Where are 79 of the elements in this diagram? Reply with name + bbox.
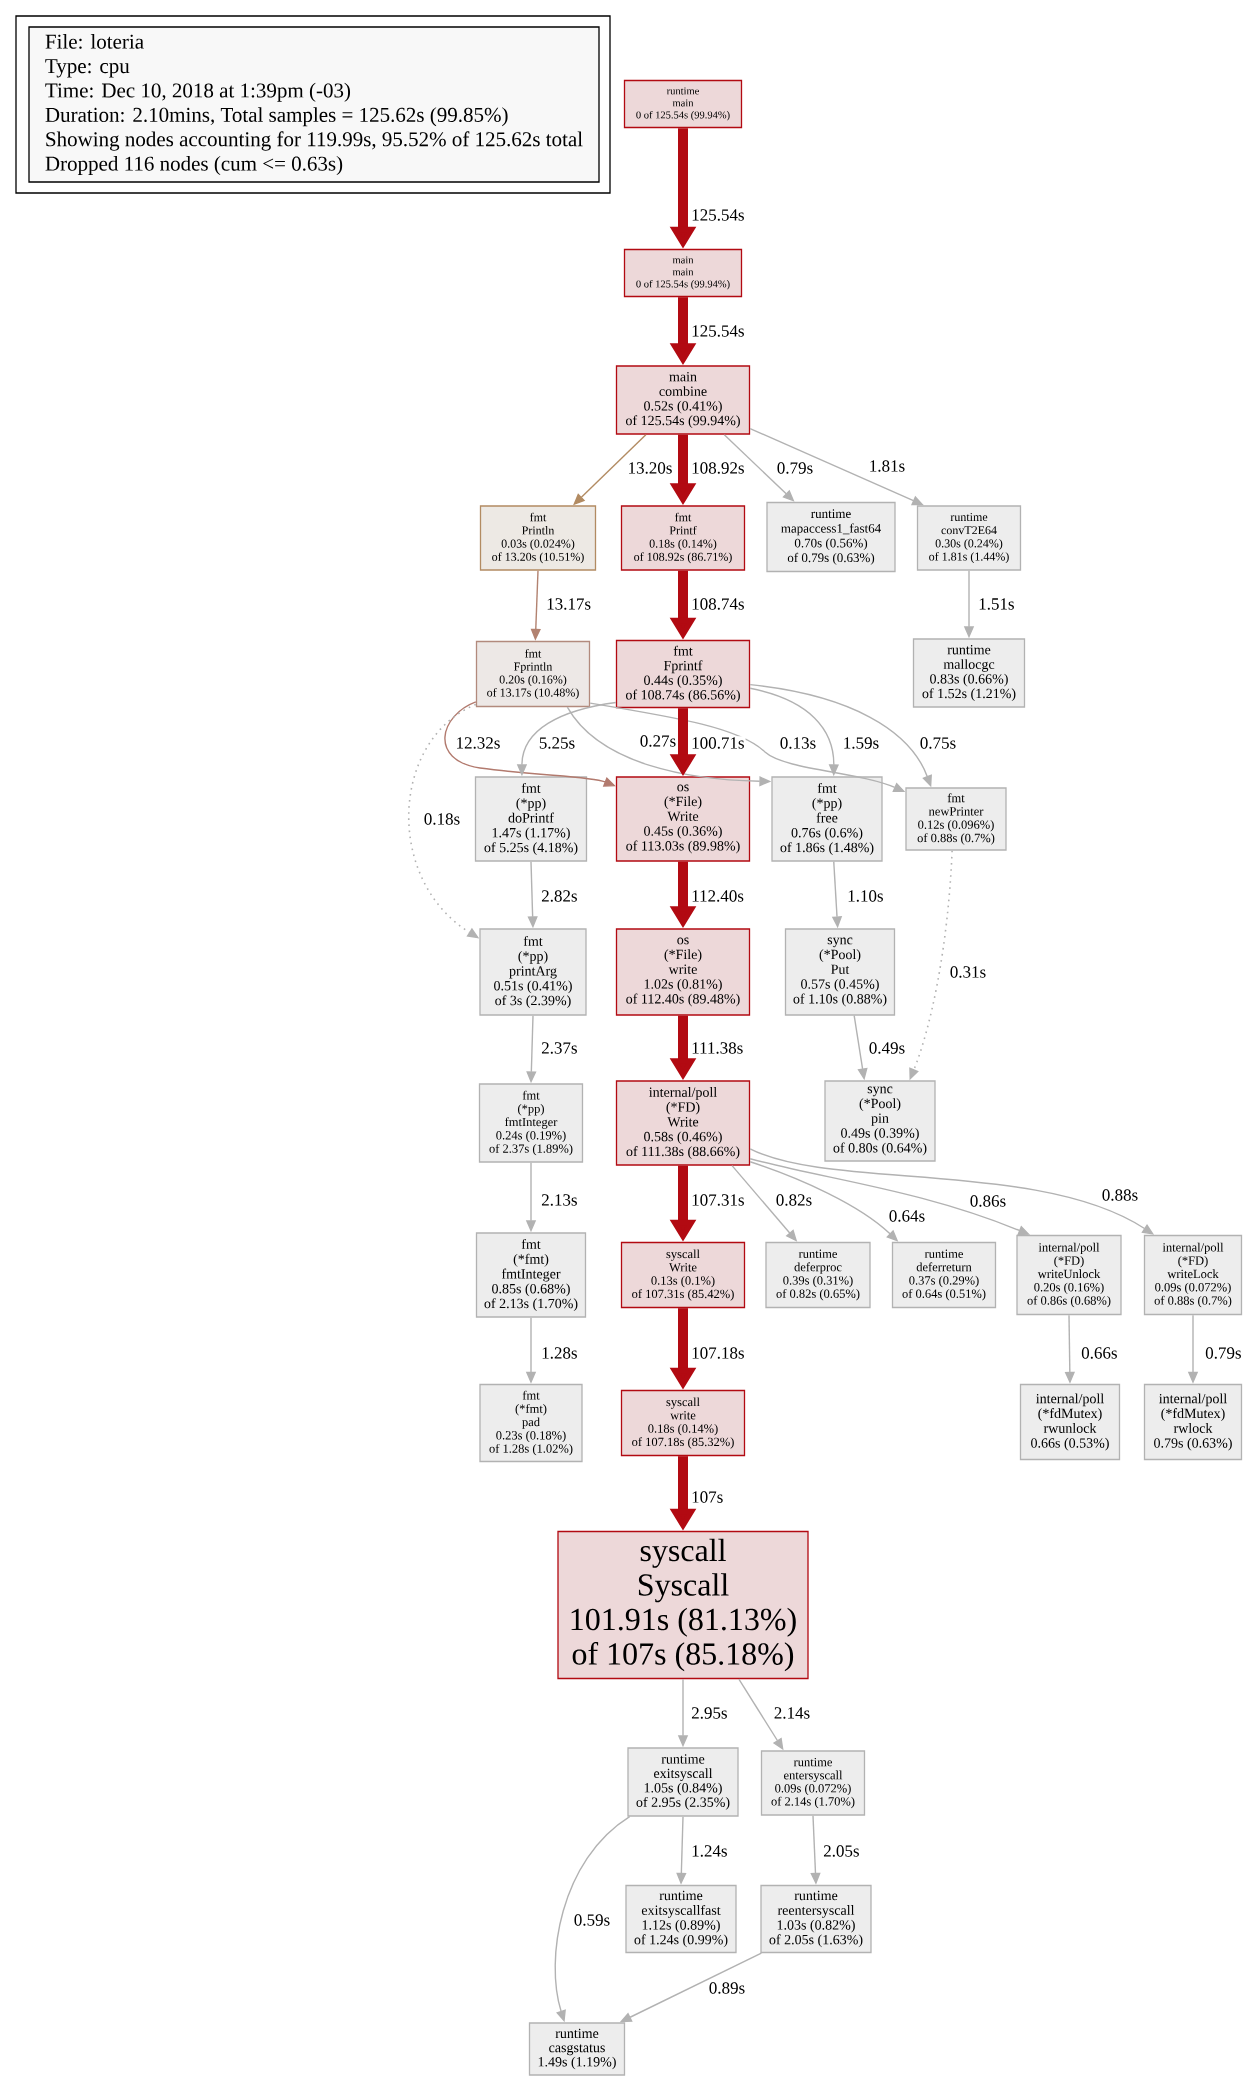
function-box: os (*File) Write 0.45s (0.36%) of 113.03s (89.98%) xyxy=(615,776,751,862)
edge-label: 0.31s xyxy=(948,965,988,979)
function-box: runtime mallocgc 0.83s (0.66%) of 1.52s (1.21%) xyxy=(912,638,1026,708)
function-box: runtime casgstatus 1.49s (1.19%) xyxy=(528,2022,626,2076)
edge-label: 125.54s xyxy=(690,208,746,222)
function-box: fmt (*pp) printArg 0.51s (0.41%) of 3s (2.39%) xyxy=(479,928,587,1016)
edge-label: 2.37s xyxy=(540,1041,579,1055)
edge-label: 1.51s xyxy=(977,597,1016,611)
function-box: main main 0 of 125.54s (99.94%) xyxy=(623,248,743,298)
edge-label: 13.17s xyxy=(545,597,593,611)
edge-label: 0.64s xyxy=(887,1209,927,1223)
function-box: main combine 0.52s (0.41%) of 125.54s (99.94%) xyxy=(615,365,751,435)
edge-label: 2.95s xyxy=(690,1706,729,1720)
edge-label: 0.79s xyxy=(1204,1346,1243,1360)
function-box: fmt Fprintf 0.44s (0.35%) of 108.74s (86.56%) xyxy=(615,639,751,709)
function-box: syscall write 0.18s (0.14%) of 107.18s (85.32%) xyxy=(620,1389,746,1457)
function-box: runtime entersyscall 0.09s (0.072%) of 2.14s (1.70%) xyxy=(760,1750,866,1816)
function-box: sync (*Pool) pin 0.49s (0.39%) of 0.80s (0.64%) xyxy=(824,1080,936,1162)
function-box: fmt (*pp) doPrintf 1.47s (1.17%) of 5.25s (4.18%) xyxy=(474,776,588,862)
edge-label: 0.82s xyxy=(774,1193,814,1207)
function-box: runtime reentersyscall 1.03s (0.82%) of 2.05s (1.63%) xyxy=(760,1884,872,1954)
function-box: fmt (*pp) free 0.76s (0.6%) of 1.86s (1.48%) xyxy=(771,776,883,862)
function-box: fmt Println 0.03s (0.024%) of 13.20s (10.51%) xyxy=(479,505,597,571)
function-box: internal/poll (*FD) Write 0.58s (0.46%) of 111.38s (88.66%) xyxy=(615,1080,751,1166)
edge-label: 108.74s xyxy=(690,597,746,611)
function-box: fmt (*pp) fmtInteger 0.24s (0.19%) of 2.37s (1.89%) xyxy=(478,1083,584,1163)
function-box: runtime exitsyscallfast 1.12s (0.89%) of 1.24s (0.99%) xyxy=(625,1884,737,1954)
function-box: fmt (*fmt) fmtInteger 0.85s (0.68%) of 2.13s (1.70%) xyxy=(475,1232,587,1318)
edge-label: 111.38s xyxy=(690,1041,745,1055)
function-box: fmt Printf 0.18s (0.14%) of 108.92s (86.71%) xyxy=(620,505,746,571)
function-box: syscall Syscall 101.91s (81.13%) of 107s (85.18%) xyxy=(557,1530,809,1680)
function-box: internal/poll (*fdMutex) rwlock 0.79s (0.63%) xyxy=(1143,1383,1243,1461)
edge-label: 1.81s xyxy=(867,459,907,473)
edge-label: 0.49s xyxy=(867,1041,907,1055)
function-box: runtime convT2E64 0.30s (0.24%) of 1.81s (1.44%) xyxy=(916,505,1022,571)
edge-label: 0.88s xyxy=(1100,1188,1140,1202)
function-box: internal/poll (*FD) writeLock 0.09s (0.072%) of 0.88s (0.7%) xyxy=(1143,1234,1243,1316)
function-box: runtime exitsyscall 1.05s (0.84%) of 2.95s (2.35%) xyxy=(627,1747,739,1817)
function-box: internal/poll (*FD) writeUnlock 0.20s (0.16%) of 0.86s (0.68%) xyxy=(1016,1234,1122,1316)
function-box: os (*File) write 1.02s (0.81%) of 112.40s (89.48%) xyxy=(615,928,751,1016)
edge-label: 125.54s xyxy=(690,324,746,338)
edge-label: 0.66s xyxy=(1080,1346,1119,1360)
edge-label: 107.18s xyxy=(690,1346,746,1360)
edge-label: 5.25s xyxy=(537,736,577,750)
edge-label: 0.86s xyxy=(968,1194,1008,1208)
function-box: sync (*Pool) Put 0.57s (0.45%) of 1.10s (0.88%) xyxy=(784,928,896,1016)
edge-label: 108.92s xyxy=(690,461,746,475)
edge-label: 0.13s xyxy=(778,736,818,750)
edge-label: 2.14s xyxy=(772,1706,812,1720)
function-box: runtime main 0 of 125.54s (99.94%) xyxy=(623,79,743,129)
function-box: fmt newPrinter 0.12s (0.096%) of 0.88s (0.7%) xyxy=(905,787,1007,851)
edge-label: 100.71s xyxy=(690,736,746,750)
edge-label: 112.40s xyxy=(690,889,745,903)
edge-label: 0.89s xyxy=(707,1981,747,1995)
edge-label: 0.75s xyxy=(918,736,958,750)
edge-label: 1.24s xyxy=(690,1844,729,1858)
profile-info-box: File: loteria Type: cpu Time: Dec 10, 2018 at 1:39pm (-03) Duration: 2.10mins, Total samples = 125.62s (99.85%) Showing nodes accounting for 119.99s, 95.52% of 125.62s total Dropped 116 nodes (cum <= 0.63s) xyxy=(15,15,611,194)
function-box: runtime deferreturn 0.37s (0.29%) of 0.64s (0.51%) xyxy=(891,1241,997,1309)
edge-label: 12.32s xyxy=(454,736,502,750)
edge-label: 0.27s xyxy=(638,734,678,748)
edge-label: 107.31s xyxy=(690,1193,746,1207)
function-box: runtime mapaccess1_fast64 0.70s (0.56%) of 0.79s (0.63%) xyxy=(766,501,896,573)
edge-label: 13.20s xyxy=(626,461,674,475)
edge-label: 107s xyxy=(690,1490,725,1504)
edge-label: 0.79s xyxy=(775,461,815,475)
edge-label: 1.10s xyxy=(846,889,885,903)
edge-label: 0.59s xyxy=(572,1913,612,1927)
edge-label: 2.82s xyxy=(540,889,579,903)
edge-label: 2.13s xyxy=(540,1193,579,1207)
arrow xyxy=(749,427,924,506)
edge-label: 1.28s xyxy=(540,1346,579,1360)
function-box: fmt (*fmt) pad 0.23s (0.18%) of 1.28s (1.02%) xyxy=(479,1383,583,1463)
edge-label: 0.18s xyxy=(422,812,462,826)
function-box: runtime deferproc 0.39s (0.31%) of 0.82s (0.65%) xyxy=(765,1241,871,1309)
edge-label: 1.59s xyxy=(841,736,881,750)
function-box: syscall Write 0.13s (0.1%) of 107.31s (85.42%) xyxy=(620,1241,746,1309)
function-box: fmt Fprintln 0.20s (0.16%) of 13.17s (10.48%) xyxy=(475,640,591,708)
edge-label: 2.05s xyxy=(822,1844,861,1858)
function-box: internal/poll (*fdMutex) rwunlock 0.66s (0.53%) xyxy=(1019,1383,1121,1461)
